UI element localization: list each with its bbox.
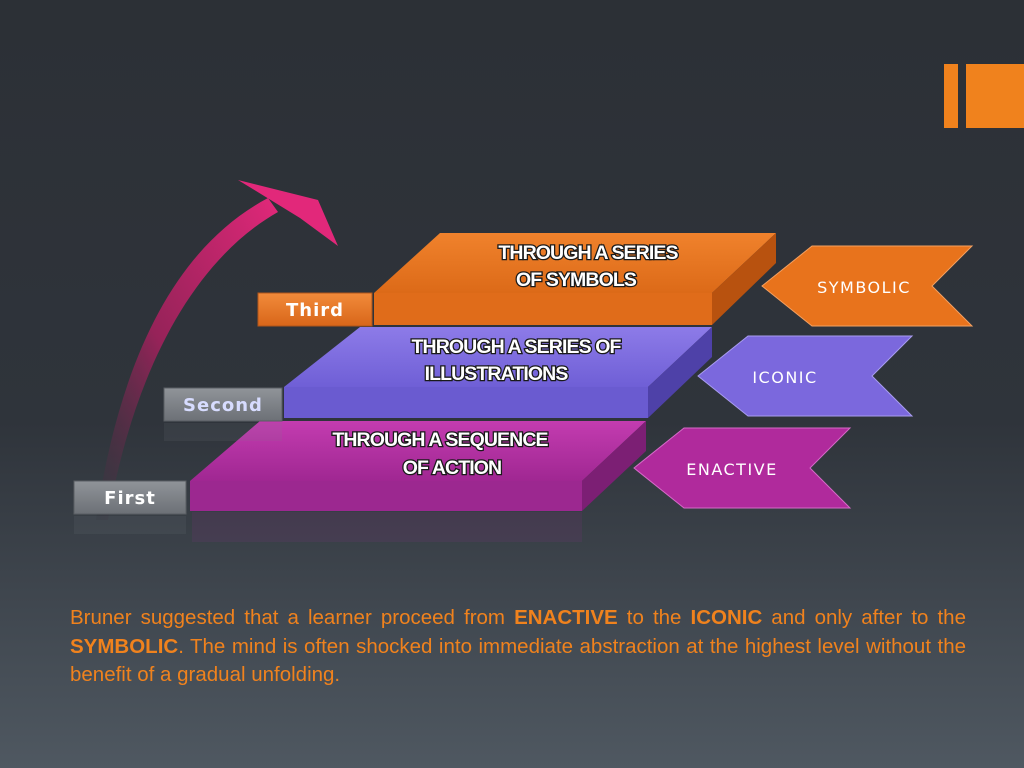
step-first-slab-front: [190, 481, 582, 511]
rising-arrow: [96, 180, 338, 520]
caption-paragraph: Bruner suggested that a learner proceed …: [70, 604, 966, 690]
mode-enactive-chevron: ENACTIVE: [633, 427, 852, 509]
step-second-slab-side: [648, 327, 712, 418]
mode-enactive-label: ENACTIVE: [686, 460, 777, 479]
step-second-description-line1: THROUGH A SERIES OF: [412, 336, 622, 358]
step-first-slab-top: [190, 421, 646, 481]
caption-text-2: to the: [617, 606, 691, 629]
step-third-slab-side: [712, 233, 776, 325]
mode-symbolic-label: SYMBOLIC: [817, 278, 911, 297]
caption-text-4: . The mind is often shocked into immedia…: [70, 634, 966, 687]
step-third-description-line1: THROUGH A SERIES: [498, 242, 678, 264]
caption-text-3: and only after to the: [762, 606, 966, 629]
mode-symbolic-chevron: SYMBOLIC: [761, 245, 974, 327]
step-third-slab-top: [374, 233, 776, 293]
bruner-stages-diagram: First Second Third THROUGH A SEQUENCE OF…: [73, 180, 974, 542]
tab-second-label: Second: [183, 395, 263, 416]
step-third-slab-front: [374, 293, 712, 325]
step-second-description-line2: ILLUSTRATIONS: [425, 363, 569, 385]
step-third: [374, 233, 776, 325]
step-third-description-line2: OF SYMBOLS: [516, 269, 637, 291]
tab-second: Second: [163, 387, 283, 441]
tab-third-label: Third: [286, 300, 344, 321]
step-second-slab-front: [284, 387, 648, 418]
caption-iconic: ICONIC: [690, 606, 763, 629]
decorative-orange-bars: [944, 64, 1024, 128]
step-first-description-line1: THROUGH A SEQUENCE: [332, 429, 548, 451]
step-first: [190, 421, 646, 542]
tab-first: First: [73, 480, 187, 534]
mode-iconic-chevron: ICONIC: [697, 335, 914, 417]
step-second-slab-top: [284, 327, 712, 387]
tab-first-label: First: [104, 488, 156, 509]
step-second: [284, 327, 712, 418]
caption-text-1: Bruner suggested that a learner proceed …: [70, 606, 515, 629]
mode-iconic-label: ICONIC: [752, 368, 817, 387]
step-first-description-line2: OF ACTION: [403, 457, 501, 479]
caption-enactive: ENACTIVE: [514, 606, 618, 629]
caption-symbolic: SYMBOLIC: [70, 634, 179, 658]
tab-third: Third: [257, 292, 373, 327]
step-first-slab-side: [582, 421, 646, 511]
